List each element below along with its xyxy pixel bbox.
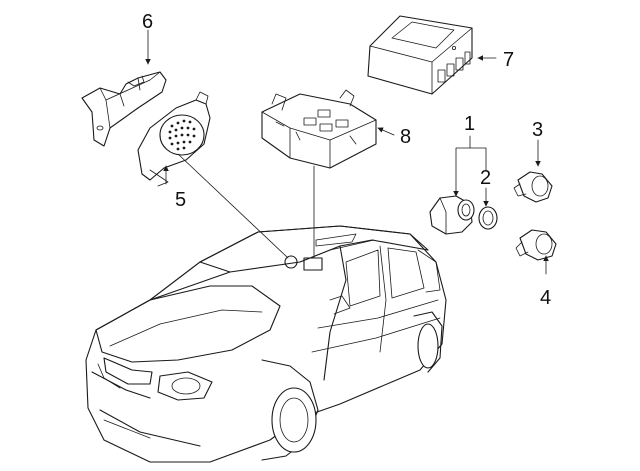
callout-3: 3 — [532, 119, 543, 141]
leader-lines — [145, 29, 549, 275]
connector-pins — [437, 51, 471, 83]
callout-4: 4 — [540, 287, 551, 309]
clip-upper-part — [513, 171, 553, 203]
callout-5: 5 — [175, 189, 186, 211]
bracket-part — [81, 71, 167, 147]
callout-7: 7 — [503, 49, 514, 71]
callout-1: 1 — [464, 113, 475, 135]
control-module-part — [367, 15, 473, 95]
clip-lower-part — [515, 229, 557, 261]
grommet-part — [478, 206, 498, 230]
callout-8: 8 — [400, 126, 411, 148]
tray-part — [261, 89, 377, 169]
vehicle-illustration — [85, 225, 447, 463]
callout-2: 2 — [480, 167, 491, 189]
sensor-part — [429, 195, 475, 235]
speaker-grille — [168, 119, 196, 151]
siren-part — [137, 91, 211, 187]
callout-6: 6 — [142, 11, 153, 33]
callouts: 6 5 7 8 1 2 3 4 — [142, 11, 551, 309]
